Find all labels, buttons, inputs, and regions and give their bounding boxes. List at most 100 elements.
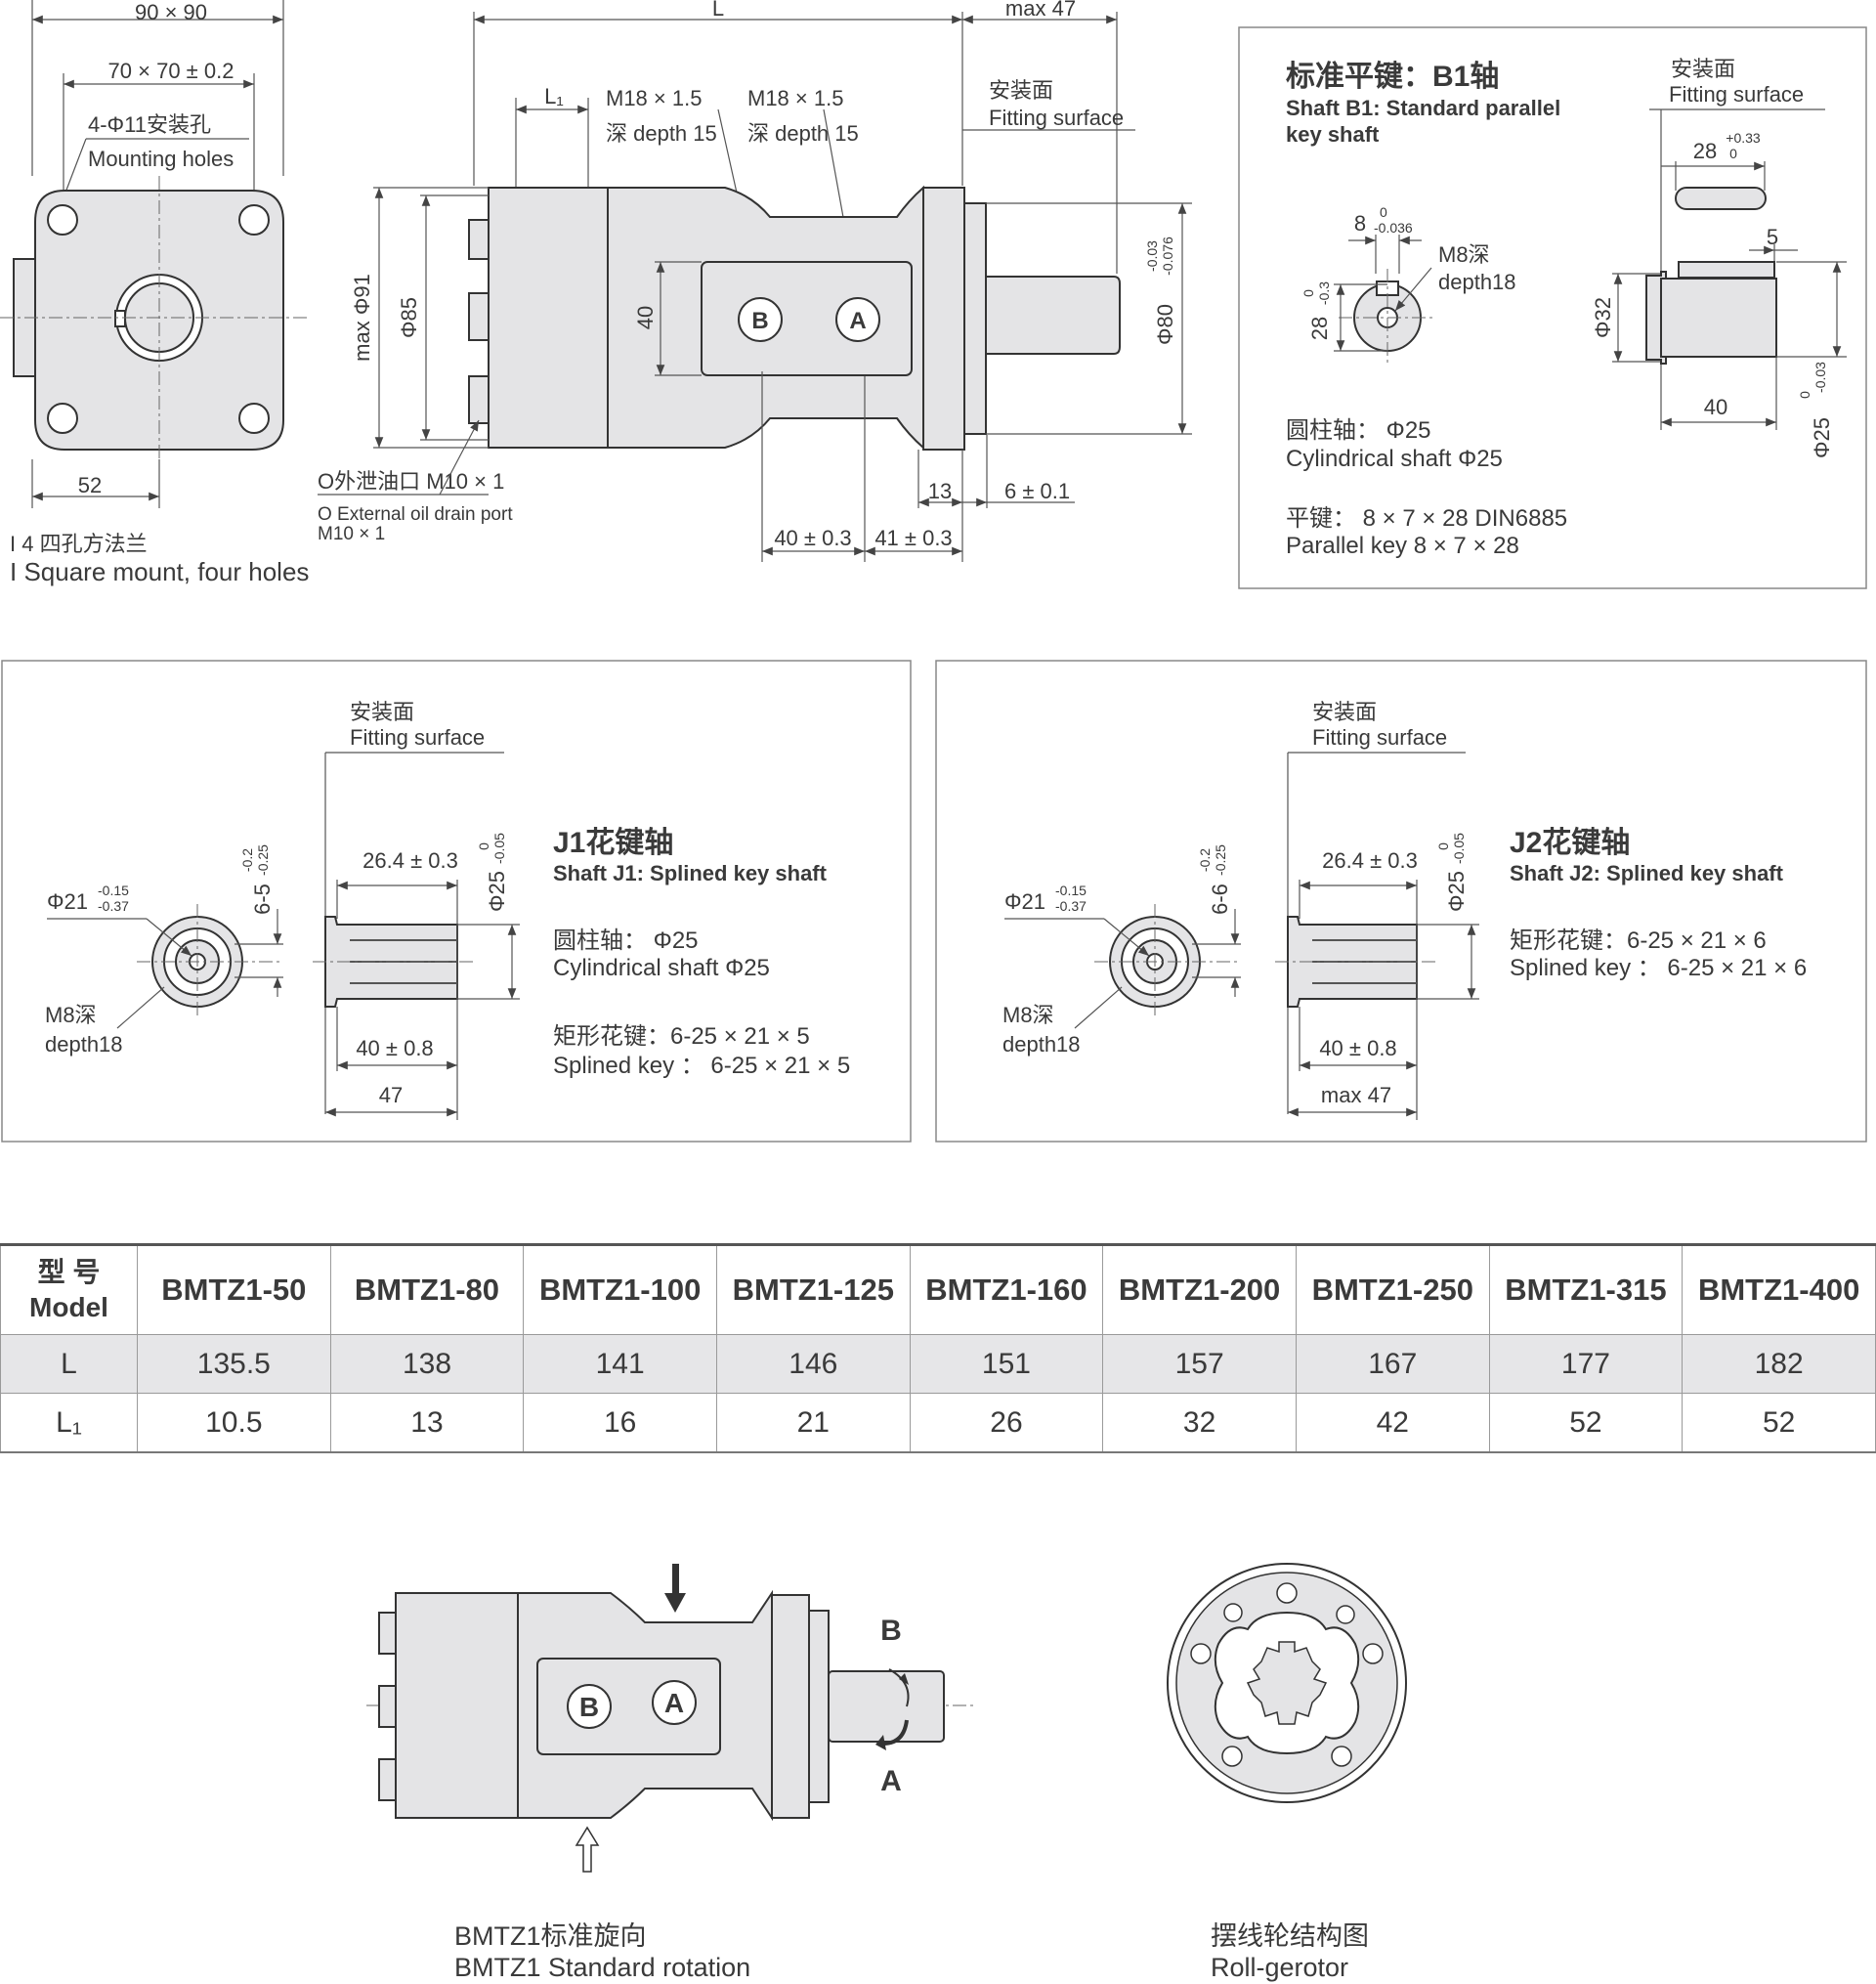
j2-spline-en: Splined key ： 6-25 × 21 × 6: [1510, 955, 1807, 981]
model-header: 型 号 Model: [0, 1243, 138, 1335]
j2-fitting-cn: 安装面: [1312, 700, 1377, 724]
rot-shaft: [828, 1670, 945, 1743]
shaft-j2-panel: 安装面 Fitting surface J2花键轴 Shaft J2: Spli…: [935, 660, 1867, 1143]
rot-dir-a: A: [880, 1765, 902, 1797]
dim-max47: max 47: [1005, 0, 1076, 21]
j1-fitting-en: Fitting surface: [350, 725, 485, 750]
b1-title-cn: 标准平键：B1轴: [1286, 61, 1499, 93]
port-a-depth: 深 depth 15: [747, 121, 859, 146]
table-cell: 21: [715, 1393, 911, 1453]
table-cell: 16: [523, 1393, 717, 1453]
j1-m8-cn: M8深: [45, 1003, 97, 1027]
j1-spline-cn: 矩形花键：6-25 × 21 × 5: [553, 1023, 810, 1050]
b1-key-top: [1675, 187, 1767, 210]
rotation-caption-en: BMTZ1 Standard rotation: [454, 1953, 750, 1982]
motor-side-view: L max 47 L₁ M18 × 1.5 深 depth 15 M18 × 1…: [318, 0, 1192, 562]
b1-dia32: Φ32: [1591, 297, 1615, 338]
flange-step: [963, 202, 987, 435]
dim-L: L: [712, 0, 724, 21]
b1-dim28-tol-down: 0: [1729, 146, 1737, 161]
j1-cyl-cn: 圆柱轴： Φ25: [553, 927, 699, 954]
drain-en2: M10 × 1: [318, 524, 385, 544]
outlet-arrow-icon: [575, 1826, 600, 1873]
model-col: BMTZ1-100: [523, 1243, 717, 1335]
model-col: BMTZ1-315: [1488, 1243, 1684, 1335]
gerotor-diagram: 摆线轮结构图 Roll-gerotor: [1167, 1563, 1407, 1982]
gerotor-caption-en: Roll-gerotor: [1211, 1953, 1348, 1982]
b1-cyl-en: Cylindrical shaft Φ25: [1286, 446, 1503, 472]
dim-40-03: 40 ± 0.3: [774, 526, 851, 550]
j2-dia25: Φ25: [1444, 871, 1469, 912]
b1-title-en2: key shaft: [1286, 122, 1380, 147]
b1-dia25: Φ25: [1810, 417, 1834, 458]
table-cell: 151: [909, 1334, 1104, 1394]
b1-dim28b: 28: [1307, 317, 1332, 340]
model-col: BMTZ1-250: [1295, 1243, 1490, 1335]
dim-40-port: 40: [633, 306, 658, 329]
b1-dim28b-tol-down: -0.3: [1316, 281, 1332, 305]
j2-dim66-tol-down: -0.25: [1213, 844, 1228, 876]
j1-dim65-tol-down: -0.25: [255, 844, 271, 876]
model-header-en: Model: [29, 1292, 108, 1322]
side-fitting-en: Fitting surface: [989, 106, 1124, 130]
b1-shaft-body: [1660, 278, 1777, 358]
flange-holes-en: Mounting holes: [88, 147, 234, 171]
j1-dia21-tol-down: -0.37: [98, 898, 129, 914]
dia80-tol-up: -0.03: [1144, 240, 1160, 272]
flange-front-view: 90 × 90 70 × 70 ± 0.2 4-Φ11安装孔 Mounting …: [0, 0, 311, 586]
j1-dia25: Φ25: [485, 871, 509, 912]
b1-dim28-tol-up: +0.33: [1726, 130, 1761, 146]
b1-dim28: 28: [1693, 139, 1717, 163]
j2-dia21-tol-down: -0.37: [1055, 898, 1087, 914]
b1-dim28b-tol-up: 0: [1300, 289, 1316, 297]
b1-dia25-tol-down: -0.03: [1812, 362, 1828, 393]
rot-flange-step: [808, 1610, 830, 1803]
j2-title-en: Shaft J2: Splined key shaft: [1510, 861, 1784, 885]
port-b-circle: [738, 297, 783, 342]
table-row: L 135.5 138 141 146 151 157 167 177 182: [0, 1334, 1876, 1394]
b1-dim40: 40: [1704, 395, 1727, 419]
cap-bolt: [378, 1612, 397, 1655]
j1-dim40: 40 ± 0.8: [356, 1036, 433, 1060]
cap-bolt: [378, 1685, 397, 1728]
j2-dia21-tol-up: -0.15: [1055, 883, 1087, 898]
rotation-caption-cn: BMTZ1标准旋向: [454, 1921, 647, 1951]
j2-spline-cn: 矩形花键：6-25 × 21 × 6: [1510, 927, 1767, 954]
j2-dim66: 6-6: [1208, 884, 1232, 915]
j1-cyl-en: Cylindrical shaft Φ25: [553, 955, 770, 981]
dim-13: 13: [928, 479, 952, 503]
j1-dia21: Φ21: [47, 889, 88, 914]
b1-m8-en: depth18: [1438, 270, 1516, 294]
b1-title-en1: Shaft B1: Standard parallel: [1286, 96, 1560, 120]
b1-key-cn: 平键： 8 × 7 × 28 DIN6885: [1286, 505, 1567, 532]
dim-6: 6 ± 0.1: [1004, 479, 1070, 503]
mounting-hole: [47, 403, 78, 434]
j1-dim65: 6-5: [250, 884, 275, 915]
cap-bolt: [468, 292, 490, 341]
shaft-b1-panel: 标准平键：B1轴 Shaft B1: Standard parallel key…: [1238, 26, 1867, 589]
b1-dim8-tol-down: -0.036: [1374, 220, 1413, 236]
j1-dim264: 26.4 ± 0.3: [362, 848, 458, 873]
port-block: [701, 261, 913, 376]
row-label: L₁: [0, 1393, 138, 1453]
j1-m8-en: depth18: [45, 1032, 123, 1057]
j2-dim40: 40 ± 0.8: [1319, 1036, 1396, 1060]
end-cap: [488, 187, 609, 449]
j1-dia25-tol-down: -0.05: [491, 833, 507, 864]
table-cell: 135.5: [137, 1334, 331, 1394]
flange-holes-cn: 4-Φ11安装孔: [88, 112, 211, 137]
model-header-cn: 型 号: [37, 1257, 101, 1287]
rot-end-cap: [395, 1592, 519, 1819]
port-b-label: B: [751, 308, 768, 334]
cap-bolt: [468, 219, 490, 260]
j1-dia25-tol-up: 0: [476, 842, 491, 850]
j1-spline-en: Splined key ： 6-25 × 21 × 5: [553, 1053, 850, 1079]
table-cell: 141: [523, 1334, 717, 1394]
model-col: BMTZ1-200: [1102, 1243, 1297, 1335]
cap-bolt: [468, 375, 490, 424]
table-cell: 146: [715, 1334, 911, 1394]
j2-dia25-tol-up: 0: [1435, 842, 1451, 850]
output-shaft: [985, 276, 1121, 355]
j1-dim65-tol-up: -0.2: [239, 848, 255, 872]
j1-title-cn: J1花键轴: [553, 827, 673, 859]
